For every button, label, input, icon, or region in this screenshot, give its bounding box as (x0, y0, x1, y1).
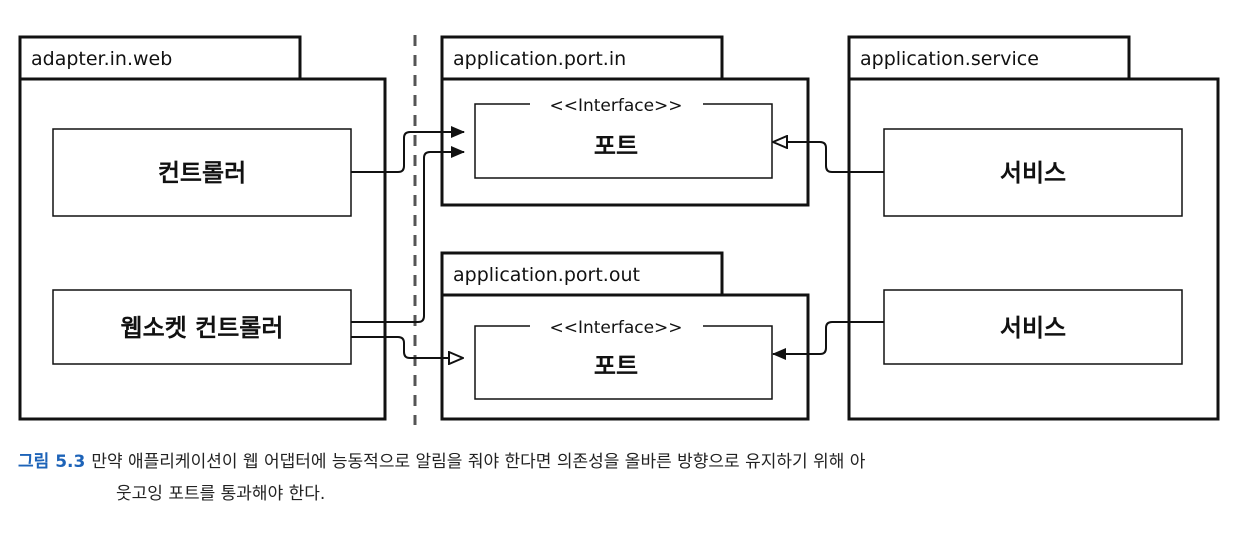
caption-line-1: 만약 애플리케이션이 웹 어댑터에 능동적으로 알림을 줘야 한다면 의존성을 … (91, 452, 866, 472)
controller-label: 컨트롤러 (158, 159, 246, 187)
architecture-diagram: adapter.in.web 컨트롤러 웹소켓 컨트롤러 application… (18, 35, 1220, 425)
service-box-top: 서비스 (883, 128, 1183, 217)
websocket-controller-to-port-in-arrow (351, 146, 465, 323)
package-label: application.service (860, 48, 1039, 70)
interface-stereotype: <<Interface>> (549, 96, 682, 116)
package-label: adapter.in.web (31, 48, 172, 70)
caption-line-2: 웃고잉 포트를 통과해야 한다. (116, 484, 326, 504)
controller-to-port-in-arrow (351, 126, 465, 173)
package-label: application.port.out (453, 264, 640, 286)
package-tab (440, 35, 724, 81)
port-out-interface-box: <<Interface>> 포트 (474, 317, 773, 400)
service-box-bottom: 서비스 (883, 289, 1183, 365)
service-to-port-out-arrow (772, 321, 884, 360)
websocket-controller-box: 웹소켓 컨트롤러 (52, 289, 352, 365)
port-in-label: 포트 (594, 132, 638, 160)
figure-number: 그림 5.3 (18, 452, 86, 472)
websocket-controller-implements-port-out-arrow (351, 336, 463, 358)
package-tab (440, 251, 724, 297)
port-out-label: 포트 (594, 352, 638, 380)
interface-stereotype: <<Interface>> (549, 318, 682, 338)
port-in-interface-box: <<Interface>> 포트 (474, 95, 773, 179)
package-tab (847, 35, 1131, 81)
controller-box: 컨트롤러 (52, 128, 352, 217)
websocket-controller-label: 웹소켓 컨트롤러 (121, 314, 284, 342)
package-label: application.port.in (453, 48, 626, 70)
service-label: 서비스 (1000, 314, 1066, 342)
service-implements-port-in-arrow (773, 142, 884, 173)
service-label: 서비스 (1000, 159, 1066, 187)
